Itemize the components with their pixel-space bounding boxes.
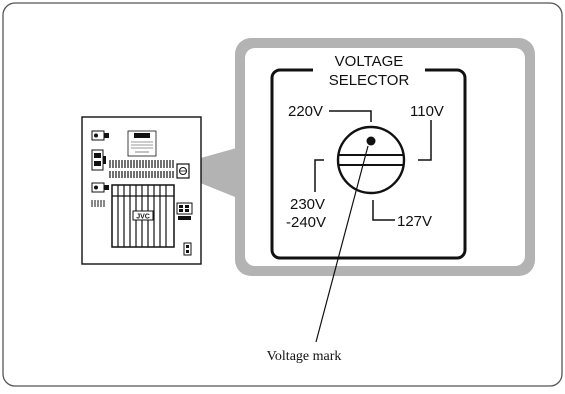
brand-badge [134, 133, 150, 138]
heat-sink-grille: JVC [111, 184, 175, 248]
panel-heading-line1: VOLTAGE [335, 53, 404, 70]
leader-127v [372, 200, 395, 221]
vent-slots [109, 160, 174, 178]
leader-230v [314, 159, 324, 192]
power-socket [183, 242, 192, 256]
voltage-mark-pointer [315, 145, 369, 343]
label-110v: 110V [410, 103, 444, 120]
heading-mask [313, 60, 425, 94]
grille-badge [132, 210, 154, 221]
leader-110v [418, 120, 432, 161]
label-127v: 127V [397, 213, 432, 230]
leader-220v [329, 110, 372, 122]
label-240v: -240V [286, 214, 326, 231]
label-220v: 220V [288, 103, 323, 120]
grille-badge-text: JVC [136, 214, 150, 221]
label-230v: 230V [290, 196, 325, 213]
dial-circle [336, 125, 406, 195]
input-jacks [176, 202, 193, 220]
selector-panel: VOLTAGE SELECTOR 220V 110V 230V -240V 12… [270, 53, 467, 260]
voltage-mark-label: Voltage mark [267, 349, 342, 364]
panel-heading-line2: SELECTOR [329, 72, 410, 89]
side-vents [91, 200, 105, 207]
selector-dial [336, 125, 406, 195]
device-rear-panel: JVC [81, 116, 202, 265]
voltage-mark-dot [366, 136, 376, 146]
